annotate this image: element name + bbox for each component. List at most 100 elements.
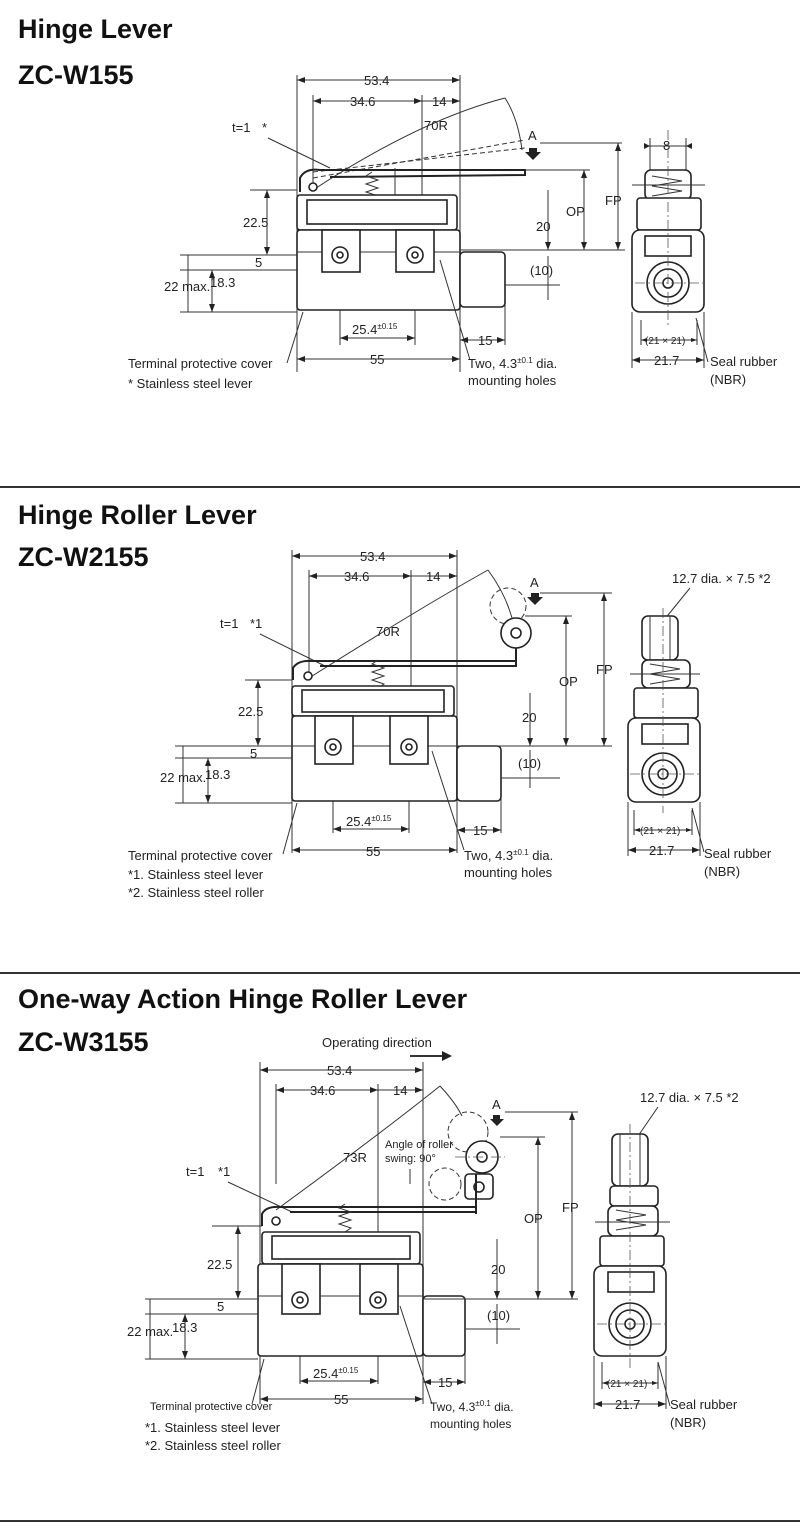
- dim-width55: 55: [370, 352, 384, 367]
- note-holes-a: Two, 4.3: [464, 848, 513, 863]
- dim-overall: 53.4: [364, 73, 389, 88]
- dim-h20: 20: [536, 219, 550, 234]
- dim-overall: 53.4: [360, 549, 385, 564]
- svg-text:25.4±0.15: 25.4±0.15: [346, 814, 392, 829]
- dim-right: 14: [393, 1083, 407, 1098]
- dim-radius: 70R: [424, 118, 448, 133]
- footnote-2: *2. Stainless steel roller: [145, 1438, 282, 1453]
- note-cover: Terminal protective cover: [150, 1401, 273, 1413]
- dim-width55: 55: [334, 1392, 348, 1407]
- note-cover: Terminal protective cover: [128, 356, 273, 371]
- dim-inner: 34.6: [310, 1083, 335, 1098]
- svg-text:Two, 4.3±0.1 dia.: Two, 4.3±0.1 dia.: [468, 356, 557, 371]
- section-divider: [0, 972, 800, 974]
- side-view: 12.7 dia. × 7.5 *2 (21 × 21): [627, 571, 772, 879]
- section-hinge-lever: Hinge Lever ZC-W155 53.4 34.6 14 70R t=1…: [0, 0, 800, 486]
- svg-text:Two, 4.3±0.1 dia.: Two, 4.3±0.1 dia.: [464, 848, 553, 863]
- dim-pitch-tol: ±0.15: [377, 322, 398, 331]
- lever-mark: *: [262, 120, 267, 135]
- note-holes-tol: ±0.1: [517, 356, 533, 365]
- dim-height-op: 22.5: [207, 1257, 232, 1272]
- dim-overall: 53.4: [327, 1063, 352, 1078]
- lever-mark: *1: [218, 1164, 230, 1179]
- point-a: A: [530, 575, 539, 590]
- operating-direction: Operating direction: [322, 1035, 432, 1050]
- side-top-dim: 12.7 dia. × 7.5 *2: [640, 1090, 739, 1105]
- side-square: (21 × 21): [640, 826, 680, 837]
- section-title: Hinge Roller Lever: [18, 500, 257, 530]
- section-title: One-way Action Hinge Roller Lever: [18, 984, 468, 1014]
- svg-text:Two, 4.3±0.1 dia.: Two, 4.3±0.1 dia.: [430, 1399, 514, 1414]
- dim-max-height: 22 max.: [160, 770, 206, 785]
- side-view: 12.7 dia. × 7.5 *2 (21 × 21): [593, 1090, 739, 1430]
- model-number: ZC-W155: [18, 60, 134, 90]
- dim-right: 14: [426, 569, 440, 584]
- svg-text:25.4±0.15: 25.4±0.15: [313, 1366, 359, 1381]
- footnote-1: *1. Stainless steel lever: [145, 1420, 281, 1435]
- lever-thickness: t=1: [232, 120, 250, 135]
- dim-offset5: 5: [250, 746, 257, 761]
- side-top-dim: 8: [663, 138, 670, 153]
- footnote-2: *2. Stainless steel roller: [128, 885, 265, 900]
- side-width: 21.7: [649, 843, 674, 858]
- dim-inner: 34.6: [344, 569, 369, 584]
- note-holes-a: Two, 4.3: [468, 356, 517, 371]
- dim-width55: 55: [366, 844, 380, 859]
- note-seal-2: (NBR): [670, 1415, 706, 1430]
- dim-max-height: 22 max.: [127, 1324, 173, 1339]
- section-hinge-roller-lever: Hinge Roller Lever ZC-W2155 53.4 34.6 14…: [0, 488, 800, 972]
- lever-mark: *1: [250, 616, 262, 631]
- point-a: A: [492, 1097, 501, 1112]
- point-a: A: [528, 128, 537, 143]
- dim-h10: (10): [518, 756, 541, 771]
- note-holes-2: mounting holes: [468, 373, 557, 388]
- section-divider: [0, 486, 800, 488]
- dim-fp: FP: [562, 1200, 579, 1215]
- note-holes-b: dia.: [533, 356, 558, 371]
- dim-op: OP: [566, 204, 585, 219]
- dim-height-op: 22.5: [243, 215, 268, 230]
- side-width: 21.7: [615, 1397, 640, 1412]
- dim-w15: 15: [473, 823, 487, 838]
- note-seal-1: Seal rubber: [704, 846, 772, 861]
- footnote-1: * Stainless steel lever: [128, 376, 253, 391]
- note-seal-1: Seal rubber: [670, 1397, 738, 1412]
- note-seal-2: (NBR): [704, 864, 740, 879]
- dim-height18: 18.3: [172, 1320, 197, 1335]
- dim-height18: 18.3: [210, 275, 235, 290]
- hinge-roller-lever-drawing: 53.4 34.6 14 70R t=1 *1 A: [128, 549, 772, 900]
- note-holes-b: dia.: [491, 1400, 514, 1414]
- model-number: ZC-W3155: [18, 1027, 149, 1057]
- note-seal-1: Seal rubber: [710, 354, 778, 369]
- dim-op: OP: [559, 674, 578, 689]
- side-square: (21 × 21): [645, 336, 685, 347]
- side-square: (21 × 21): [607, 1379, 647, 1390]
- note-holes-tol: ±0.1: [475, 1399, 491, 1408]
- dim-height-op: 22.5: [238, 704, 263, 719]
- dim-pitch: 25.4: [346, 814, 371, 829]
- note-cover: Terminal protective cover: [128, 848, 273, 863]
- side-view: 8 (21 × 21) 21.7 Seal rubber (NBR): [631, 130, 778, 387]
- dim-max-height: 22 max.: [164, 279, 210, 294]
- note-holes-2: mounting holes: [430, 1417, 511, 1431]
- dim-h20: 20: [491, 1262, 505, 1277]
- side-top-dim: 12.7 dia. × 7.5 *2: [672, 571, 771, 586]
- dim-pitch-tol: ±0.15: [338, 1366, 359, 1375]
- dim-offset5: 5: [255, 255, 262, 270]
- dim-op: OP: [524, 1211, 543, 1226]
- dim-radius: 73R: [343, 1150, 367, 1165]
- section-divider: [0, 1520, 800, 1522]
- lever-thickness: t=1: [220, 616, 238, 631]
- angle-label-2: swing: 90°: [385, 1153, 436, 1165]
- dim-height18: 18.3: [205, 767, 230, 782]
- note-seal-2: (NBR): [710, 372, 746, 387]
- dim-pitch: 25.4: [313, 1366, 338, 1381]
- dim-h20: 20: [522, 710, 536, 725]
- angle-label-1: Angle of roller: [385, 1139, 453, 1151]
- dim-w15: 15: [478, 333, 492, 348]
- dim-h10: (10): [530, 263, 553, 278]
- dim-w15: 15: [438, 1375, 452, 1390]
- side-width: 21.7: [654, 353, 679, 368]
- note-holes-tol: ±0.1: [513, 848, 529, 857]
- dim-fp: FP: [605, 193, 622, 208]
